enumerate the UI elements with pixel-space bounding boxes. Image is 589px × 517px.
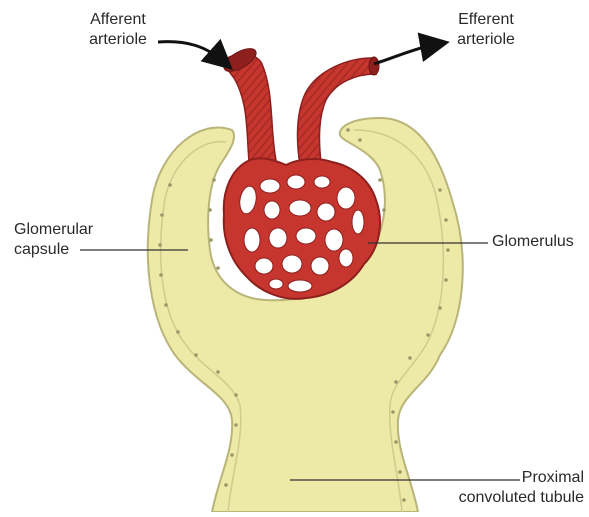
efferent-label-line2: arteriole [440,30,532,50]
glomerulus-label-text: Glomerulus [492,232,586,252]
efferent-label: Efferent arteriole [440,10,532,50]
efferent-arteriole [298,58,376,170]
afferent-label-line1: Afferent [72,10,164,30]
afferent-label-line2: arteriole [72,30,164,50]
efferent-label-line1: Efferent [440,10,532,30]
capsule-label-line2: capsule [14,240,124,260]
efferent-opening [369,57,379,75]
afferent-arrow [158,42,224,62]
tubule-label-line1: Proximal [440,468,584,488]
tubule-label: Proximal convoluted tubule [440,468,584,508]
capsule-label-line1: Glomerular [14,220,124,240]
efferent-arrow [374,44,438,64]
glomerulus-label: Glomerulus [492,232,586,252]
tubule-label-line2: convoluted tubule [440,488,584,508]
capsule-label: Glomerular capsule [14,220,124,260]
afferent-label: Afferent arteriole [72,10,164,50]
